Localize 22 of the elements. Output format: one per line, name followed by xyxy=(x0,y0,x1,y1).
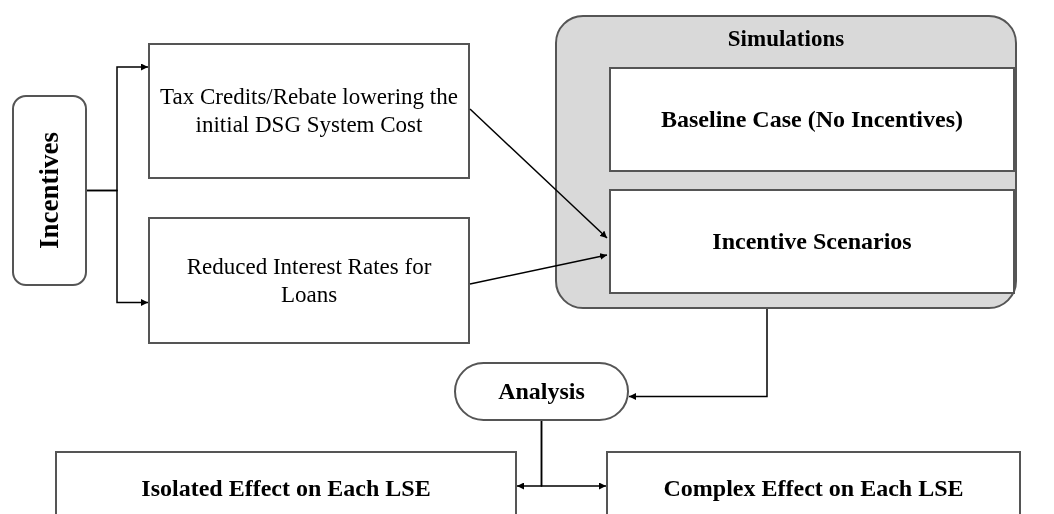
process-box xyxy=(609,189,1015,294)
process-box xyxy=(609,67,1015,172)
box-label: Complex Effect on Each LSE xyxy=(663,474,964,503)
arrow xyxy=(86,189,149,306)
result-box xyxy=(55,451,517,514)
box-label: Analysis xyxy=(498,377,585,406)
result-box xyxy=(606,451,1021,514)
box-label: Incentives xyxy=(33,132,66,249)
box-label: Isolated Effect on Each LSE xyxy=(141,474,431,503)
rounded-box xyxy=(12,95,87,286)
arrow xyxy=(628,308,768,400)
arrow xyxy=(469,253,608,285)
box-label: Incentive Scenarios xyxy=(712,227,912,256)
process-box xyxy=(148,43,470,179)
arrow xyxy=(469,108,608,239)
group-container xyxy=(555,15,1017,309)
process-box xyxy=(148,217,470,344)
group-title: Simulations xyxy=(727,25,845,53)
box-label: Tax Credits/Rebate lowering the initial DSG System Cost xyxy=(159,83,459,139)
box-label: Reduced Interest Rates for Loans xyxy=(185,252,433,309)
arrow xyxy=(540,420,607,490)
box-label: Baseline Case (No Incentives) xyxy=(661,105,963,134)
